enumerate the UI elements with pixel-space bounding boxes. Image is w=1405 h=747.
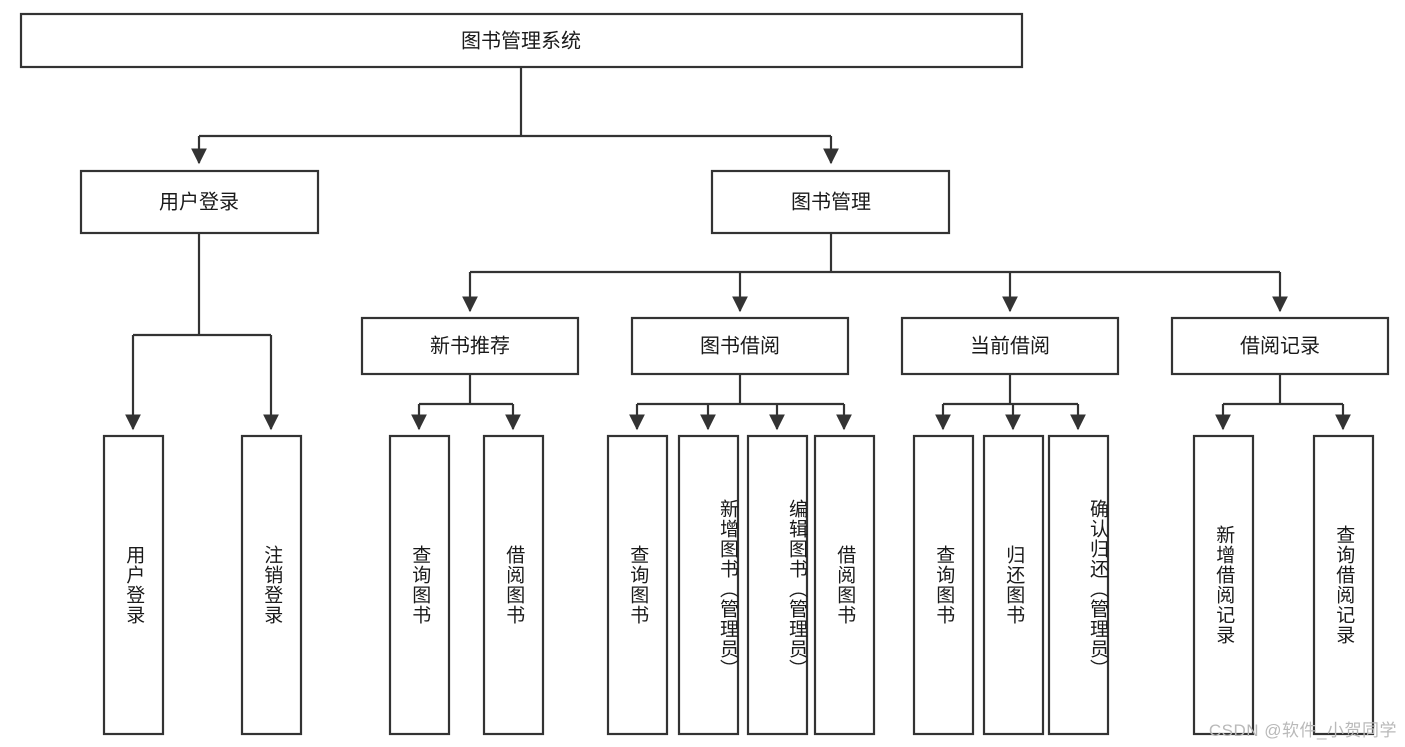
- watermark-text: CSDN @软件_小贺同学: [1208, 721, 1397, 740]
- node-book-management[interactable]: 图书管理: [710, 169, 951, 235]
- node-book-borrow-label: 图书借阅: [700, 334, 780, 357]
- leaf-box-user-login-logout[interactable]: [240, 434, 303, 736]
- leaf-box-book-borrow-borrow[interactable]: [813, 434, 876, 736]
- node-user-login-label: 用户登录: [159, 190, 239, 213]
- node-root[interactable]: 图书管理系统: [19, 12, 1024, 69]
- leaf-box-book-borrow-add[interactable]: [677, 434, 740, 736]
- leaf-box-current-borrow-confirm[interactable]: [1047, 434, 1110, 736]
- connector-root-to-level2: [191, 67, 839, 165]
- node-new-book-recommend-label: 新书推荐: [430, 334, 510, 357]
- node-book-management-label: 图书管理: [791, 190, 871, 213]
- leaf-box-borrow-record-add[interactable]: [1192, 434, 1255, 736]
- leaf-box-current-borrow-query[interactable]: [912, 434, 975, 736]
- leaf-box-current-borrow-return[interactable]: [982, 434, 1045, 736]
- leaf-box-borrow-record-query[interactable]: [1312, 434, 1375, 736]
- node-new-book-recommend[interactable]: 新书推荐: [360, 316, 580, 376]
- node-current-borrow[interactable]: 当前借阅: [900, 316, 1120, 376]
- leaf-box-user-login-login[interactable]: [102, 434, 165, 736]
- node-root-label: 图书管理系统: [461, 29, 581, 52]
- node-book-borrow[interactable]: 图书借阅: [630, 316, 850, 376]
- leaf-box-new-book-query[interactable]: [388, 434, 451, 736]
- node-current-borrow-label: 当前借阅: [970, 334, 1050, 357]
- node-user-login[interactable]: 用户登录: [79, 169, 320, 235]
- connector-book-mgmt-to-level3: [462, 234, 1288, 313]
- connector-current-borrow-to-leaves: [935, 374, 1086, 431]
- leaf-box-book-borrow-edit[interactable]: [746, 434, 809, 736]
- leaf-box-book-borrow-query[interactable]: [606, 434, 669, 736]
- connector-book-borrow-to-leaves: [629, 374, 852, 431]
- connector-new-book-to-leaves: [411, 374, 521, 431]
- leaf-box-new-book-borrow[interactable]: [482, 434, 545, 736]
- connector-borrow-record-to-leaves: [1215, 374, 1351, 431]
- connector-user-login-to-leaves: [125, 234, 279, 431]
- node-borrow-record[interactable]: 借阅记录: [1170, 316, 1390, 376]
- node-borrow-record-label: 借阅记录: [1240, 334, 1320, 357]
